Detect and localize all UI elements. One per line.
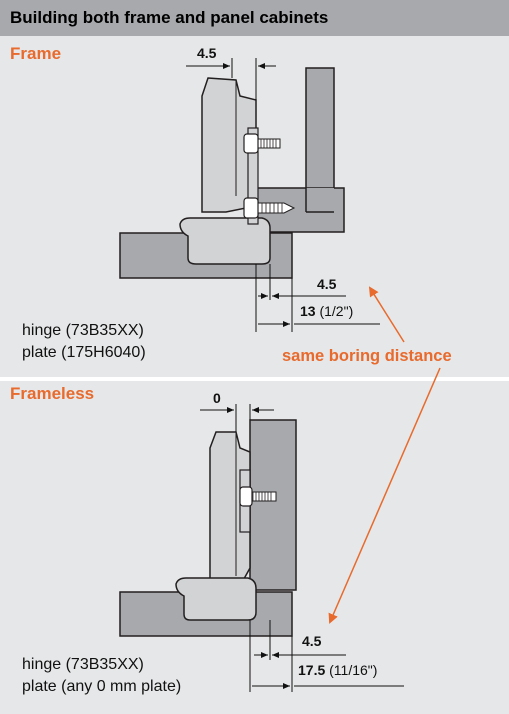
callout-arrow-frame [368, 286, 405, 343]
frame-overlay-dimension: 4.5 [317, 276, 337, 292]
frame-mounting-plate [247, 127, 259, 225]
frameless-boring-dimension: 17.5 (11/16") [298, 662, 378, 678]
frame-plate-label: plate (175H6040) [22, 344, 146, 361]
frameless-screw [239, 486, 277, 507]
frameless-hinge-cup [175, 577, 257, 621]
frame-boring-dimension: 13 (1/2") [300, 303, 354, 319]
frame-top-dimension: 4.5 [197, 45, 217, 61]
frameless-cabinet-drawing [119, 404, 404, 692]
frameless-section-title: Frameless [10, 384, 95, 403]
frameless-side-panel [249, 419, 297, 591]
page-header: Building both frame and panel cabinets [0, 0, 509, 36]
frameless-bottom-dimension-lines [249, 620, 404, 692]
frame-cabinet-drawing [119, 58, 380, 332]
frameless-overlay-dimension: 4.5 [302, 633, 322, 649]
frameless-hinge-label: hinge (73B35XX) [22, 656, 144, 673]
frame-top-dimension-lines [186, 58, 276, 100]
frame-bottom-dimension-lines [255, 264, 380, 332]
frameless-top-dimension: 0 [213, 390, 221, 406]
callout-arrow-frameless [328, 367, 441, 624]
frame-screw-lower [243, 197, 296, 219]
frame-screw-upper [243, 133, 281, 154]
frameless-top-dimension-lines [200, 404, 274, 432]
frame-hinge-label: hinge (73B35XX) [22, 322, 144, 339]
frame-caption: hinge (73B35XX) plate (175H6040) [22, 320, 146, 364]
frame-section-title: Frame [10, 44, 62, 63]
section-divider [0, 377, 509, 381]
frameless-plate-label: plate (any 0 mm plate) [22, 678, 182, 695]
same-boring-distance-callout: same boring distance [282, 347, 452, 365]
frameless-caption: hinge (73B35XX) plate (any 0 mm plate) [22, 654, 181, 698]
frame-hinge-cup [179, 217, 271, 265]
